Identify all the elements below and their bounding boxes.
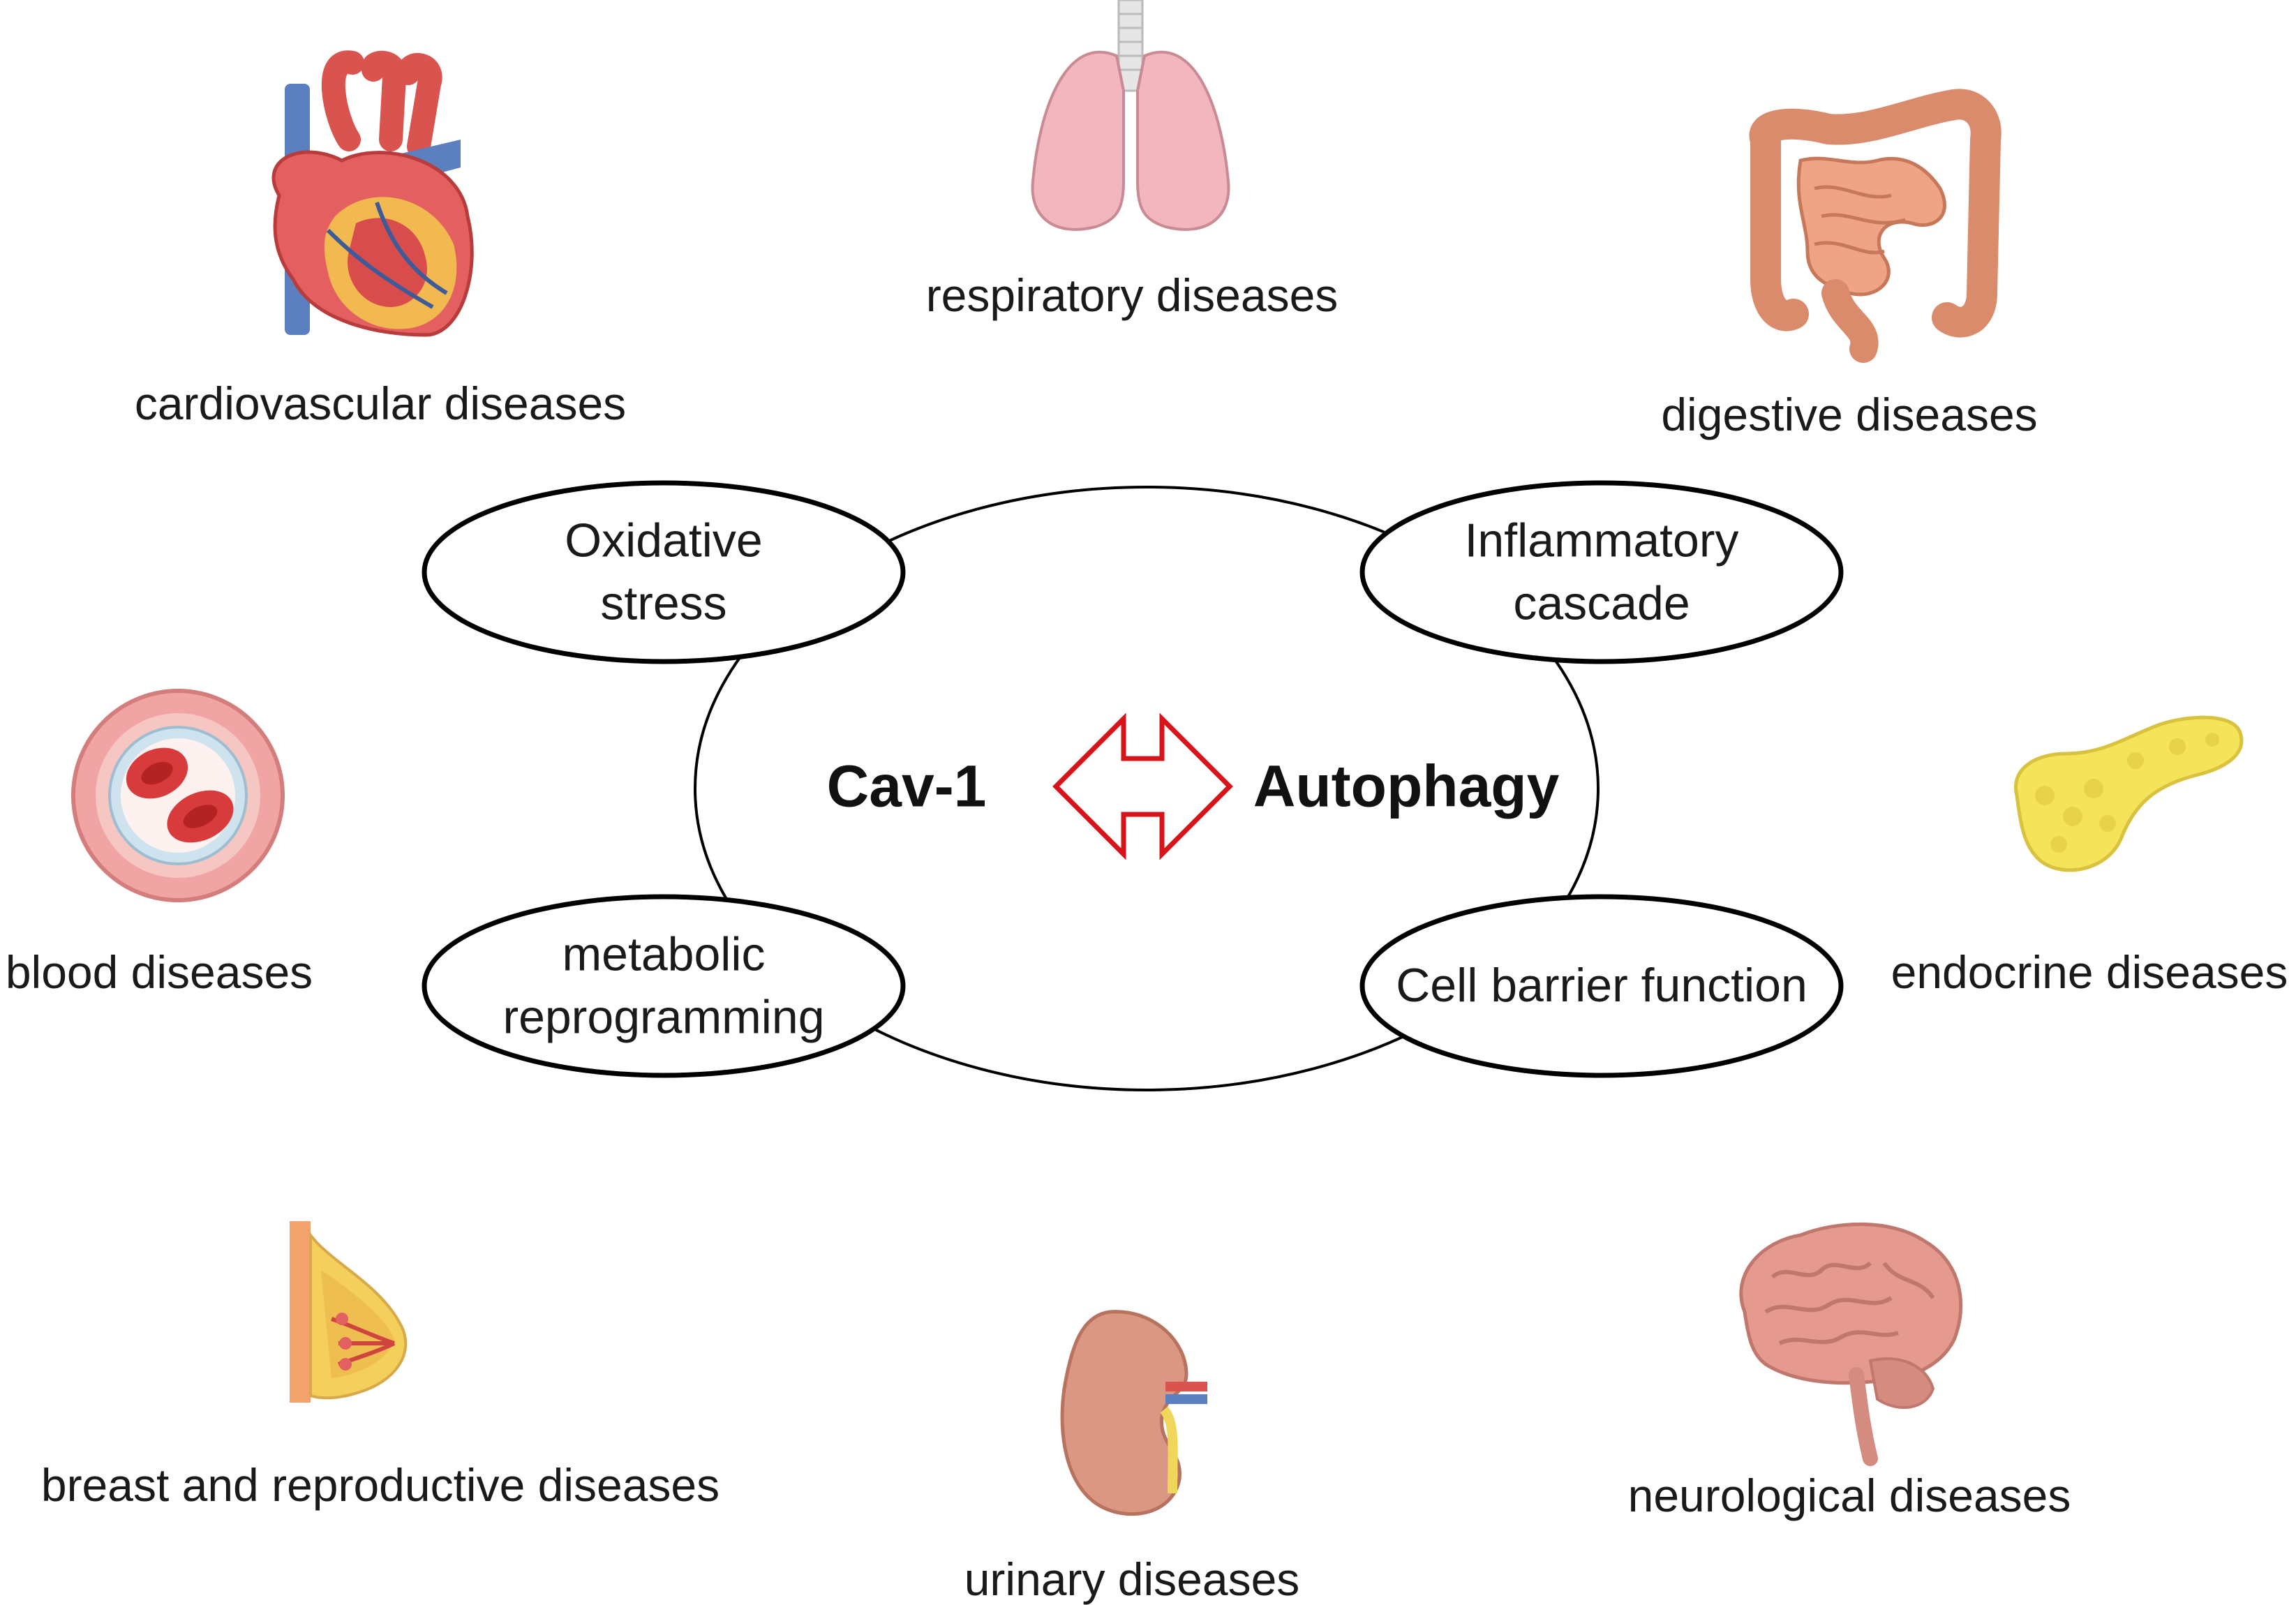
oval-cell-barrier-function-text: Cell barrier function	[1396, 955, 1807, 1017]
oval-line: Cell barrier function	[1396, 959, 1807, 1013]
label-breast-reproductive-diseases: breast and reproductive diseases	[40, 1459, 720, 1511]
oval-line: cascade	[1513, 576, 1690, 629]
oval-inflammatory-cascade-text: Inflammatory cascade	[1465, 509, 1739, 635]
brain-icon	[1739, 1222, 1963, 1466]
oval-line: stress	[600, 576, 727, 629]
oval-line: Oxidative	[565, 514, 763, 567]
label-cardiovascular-diseases: cardiovascular diseases	[134, 378, 627, 429]
oval-line: metabolic	[562, 927, 766, 981]
oval-inflammatory-cascade	[1359, 480, 1844, 664]
oval-cell-barrier-function	[1359, 894, 1844, 1078]
pancreas-icon	[2014, 715, 2244, 872]
oval-oxidative-stress	[422, 480, 906, 664]
lungs-icon	[1031, 0, 1230, 231]
kidney-icon	[1060, 1310, 1207, 1516]
breast-icon	[290, 1221, 408, 1403]
oval-oxidative-stress-text: Oxidative stress	[565, 509, 762, 635]
oval-metabolic-reprogramming-text: metabolic reprogramming	[502, 923, 824, 1049]
label-blood-diseases: blood diseases	[5, 946, 313, 998]
heart-icon	[271, 50, 474, 337]
cav1-label: Cav-1	[826, 753, 987, 819]
double-arrow-icon	[1052, 712, 1233, 860]
label-neurological-diseases: neurological diseases	[1627, 1470, 2071, 1521]
oval-line: Inflammatory	[1464, 514, 1739, 567]
label-endocrine-diseases: endocrine diseases	[1891, 946, 2288, 998]
label-digestive-diseases: digestive diseases	[1661, 389, 2038, 440]
blood-vessel-icon	[71, 689, 285, 902]
intestine-icon	[1749, 89, 2001, 363]
oval-metabolic-reprogramming	[422, 894, 906, 1078]
label-urinary-diseases: urinary diseases	[964, 1553, 1300, 1605]
oval-line: reprogramming	[502, 990, 825, 1043]
autophagy-label: Autophagy	[1253, 753, 1560, 819]
label-respiratory-diseases: respiratory diseases	[925, 269, 1339, 321]
